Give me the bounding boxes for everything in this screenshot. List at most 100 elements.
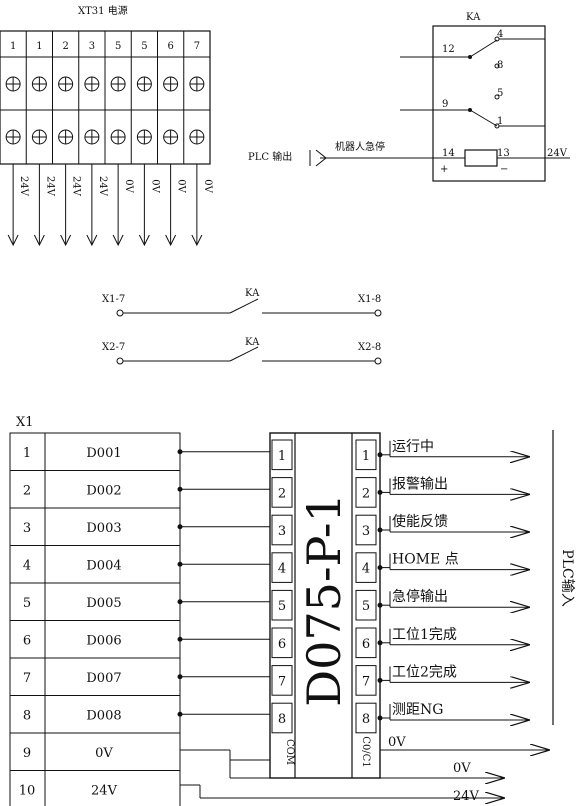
terminal-number: 2 xyxy=(62,41,68,52)
terminal-block-title: XT31 电源 xyxy=(78,4,128,17)
connector-pin-name: D006 xyxy=(86,633,121,648)
module-left-pin: 6 xyxy=(278,637,286,652)
output-label: 使能反馈 xyxy=(392,513,448,530)
terminal-number: 7 xyxy=(194,41,200,52)
relay-supply-label: 24V xyxy=(547,148,568,159)
arrow-down-icon xyxy=(7,234,19,247)
v24-bottom-label: 24V xyxy=(453,789,480,804)
relay-pin-5: 5 xyxy=(497,88,503,99)
module-right-com: C0/C1 xyxy=(360,736,371,767)
terminal-voltage: 24V xyxy=(44,176,55,197)
relay-pin-8: 8 xyxy=(497,60,503,71)
connector-pin-name: D004 xyxy=(86,558,121,573)
terminal-number: 6 xyxy=(167,41,173,52)
connector-pin-number: 1 xyxy=(23,446,31,461)
module-right-pin: 8 xyxy=(362,712,370,727)
relay-coil-plus: + xyxy=(440,164,448,175)
module-left-pin: 4 xyxy=(278,562,286,577)
relay-pin-14: 14 xyxy=(442,148,455,159)
plc-input-label: PLC输入 xyxy=(559,549,575,606)
module-right-pin: 1 xyxy=(362,449,370,464)
module-left-pin: 1 xyxy=(278,449,286,464)
module-left-com: COM xyxy=(284,739,295,765)
terminal-block-xt31: XT31 电源 1 24V 1 24V 2 24V 3 24V 5 0V 5 0V 6 0V 7 0V xyxy=(0,4,213,247)
module-right-pin: 5 xyxy=(362,599,370,614)
connector-pin-name: D005 xyxy=(86,596,121,611)
terminal-voltage: 0V xyxy=(176,179,187,193)
relay-pin-12: 12 xyxy=(442,44,455,55)
terminal-voltage: 24V xyxy=(97,176,108,197)
relay-pin-13: 13 xyxy=(497,148,510,159)
contact-1-left: X1-7 xyxy=(102,294,125,305)
output-label: 报警输出 xyxy=(392,476,448,492)
connector-pin-number: 2 xyxy=(23,483,31,498)
terminal-voltage: 24V xyxy=(18,176,29,197)
terminal-voltage: 0V xyxy=(202,179,213,193)
relay-contact-1: X1-7 KA X1-8 xyxy=(102,288,382,317)
connector-pin-number: 10 xyxy=(19,783,36,798)
connector-pin-number: 4 xyxy=(23,558,31,573)
bottom-wiring: 0V 0V 24V xyxy=(180,735,550,804)
terminal-number: 3 xyxy=(89,41,95,52)
relay-pin-9: 9 xyxy=(442,99,448,110)
connector-pin-number: 8 xyxy=(23,708,31,723)
arrow-down-icon xyxy=(86,234,98,247)
module-left-pin: 3 xyxy=(278,524,286,539)
terminal-voltage: 0V xyxy=(149,179,160,193)
connector-pin-name: D002 xyxy=(86,483,121,498)
ov-bottom-label: 0V xyxy=(453,761,471,776)
terminal-number: 5 xyxy=(115,41,121,52)
arrow-down-icon xyxy=(33,234,45,247)
contact-2-left: X2-7 xyxy=(102,342,125,353)
connector-pin-number: 7 xyxy=(23,671,31,686)
contact-2-right: X2-8 xyxy=(358,342,381,353)
module-left-pin: 8 xyxy=(278,712,286,727)
module-right-pin: 3 xyxy=(362,524,370,539)
relay-pin-4: 4 xyxy=(497,29,503,40)
terminal-number: 5 xyxy=(141,41,147,52)
relay-coil-minus: − xyxy=(500,164,508,175)
module-left-pin: 2 xyxy=(278,486,286,501)
connector-pin-number: 3 xyxy=(23,521,31,536)
output-label: HOME 点 xyxy=(392,552,459,568)
output-label: 运行中 xyxy=(392,439,434,455)
arrow-down-icon xyxy=(191,234,203,247)
connector-pin-name: D003 xyxy=(86,521,121,536)
connector-pin-name: D008 xyxy=(86,708,121,723)
module-left-pin: 5 xyxy=(278,599,286,614)
module-name: D075-P-1 xyxy=(297,493,351,706)
arrow-down-icon xyxy=(60,234,72,247)
connector-pin-number: 5 xyxy=(23,596,31,611)
module-right-pin: 7 xyxy=(362,674,370,689)
module-left-pin: 7 xyxy=(278,674,286,689)
terminal-columns: 1 24V 1 24V 2 24V 3 24V 5 0V 5 0V 6 0V 7 0V xyxy=(5,31,213,247)
relay-pin-1: 1 xyxy=(497,116,503,127)
terminal-number: 1 xyxy=(36,41,42,52)
terminal-voltage: 0V xyxy=(123,179,134,193)
relay-ka: KA 12 4 8 9 5 1 14 13 + − 24V PLC 输出 机 xyxy=(248,12,570,182)
arrow-down-icon xyxy=(138,234,150,247)
terminal-number: 1 xyxy=(10,41,16,52)
relay-title: KA xyxy=(466,12,481,23)
contact-1-label: KA xyxy=(245,288,260,299)
robot-estop-label: 机器人急停 xyxy=(335,140,385,153)
terminal-voltage: 24V xyxy=(71,176,82,197)
connector-pin-name: D007 xyxy=(86,671,121,686)
output-label: 工位1完成 xyxy=(392,627,457,643)
output-label: 测距NG xyxy=(392,702,443,718)
connector-pin-number: 9 xyxy=(23,746,31,761)
module-right-pin: 2 xyxy=(362,486,370,501)
module-right-pin: 6 xyxy=(362,637,370,652)
arrow-down-icon xyxy=(112,234,124,247)
output-label: 工位2完成 xyxy=(392,664,457,680)
arrow-down-icon xyxy=(165,234,177,247)
connector-pin-name: 0V xyxy=(95,746,113,761)
relay-contact-2: X2-7 KA X2-8 xyxy=(102,337,382,365)
connector-pin-name: 24V xyxy=(91,783,118,798)
plc-output-label: PLC 输出 xyxy=(248,150,292,163)
